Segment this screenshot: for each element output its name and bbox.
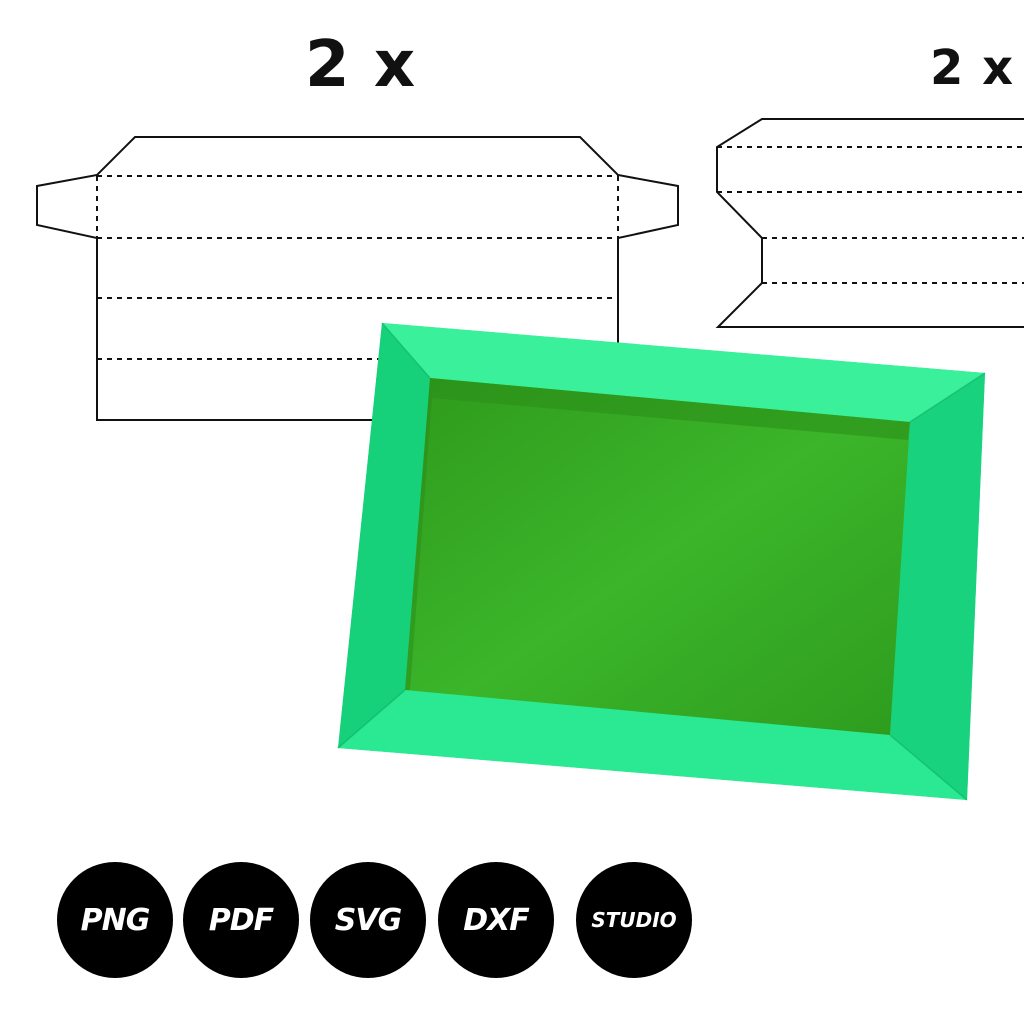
badge-label: SVG — [334, 902, 402, 938]
badge-label: STUDIO — [591, 908, 677, 932]
badge-label: DXF — [463, 902, 530, 938]
png-format-badge: PNG — [57, 862, 173, 978]
badge-label: PDF — [208, 902, 274, 938]
badge-label: PNG — [80, 902, 151, 938]
svg-format-badge: SVG — [310, 862, 426, 978]
pdf-format-badge: PDF — [183, 862, 299, 978]
left-piece-quantity: 2 x — [305, 28, 417, 102]
dxf-format-badge: DXF — [438, 862, 554, 978]
studio-format-badge: STUDIO — [576, 862, 692, 978]
short-side-template — [715, 118, 1024, 328]
right-piece-quantity: 2 x — [930, 40, 1015, 96]
frame-inner — [405, 378, 910, 735]
